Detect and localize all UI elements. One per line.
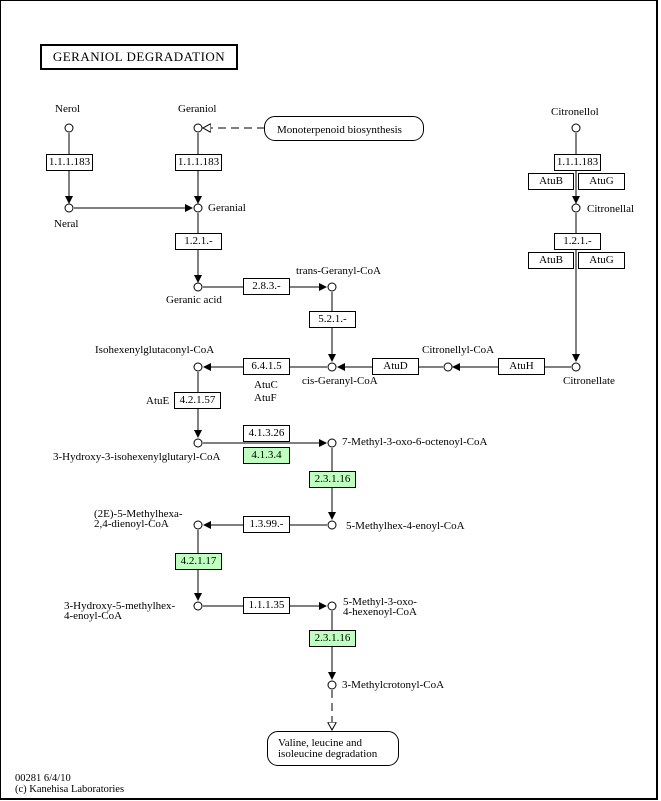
node-isohexenylglutaconyl-coa[interactable] [193,362,203,372]
node-geraniol[interactable] [193,123,203,133]
label-hydroxy-isohexenylglutaryl-coa: 3-Hydroxy-3-isohexenylglutaryl-CoA [53,451,221,463]
node-methylhex-enoyl-coa[interactable] [327,520,337,530]
footer: 00281 6/4/10 (c) Kanehisa Laboratories [15,773,124,795]
label-citronellol: Citronellol [551,106,599,118]
label-methylhex-enoyl-coa: 5-Methylhex-4-enoyl-CoA [346,520,465,532]
gene-atub-2[interactable]: AtuB [528,252,574,269]
node-methyl-oxo-hexenoyl-coa[interactable] [327,601,337,611]
label-neral: Neral [54,218,79,230]
map-link-valine-text-line1: Valine, leucine and [278,737,362,749]
map-link-valine-leucine-isoleucine-degradation[interactable]: Valine, leucine and isoleucine degradati… [267,731,399,766]
enzyme-geraniol-1.1.1.183[interactable]: 1.1.1.183 [175,154,222,171]
map-link-monoterpenoid-text: Monoterpenoid biosynthesis [277,124,402,136]
pathway-title: GERANIOL DEGRADATION [40,44,238,70]
label-hydroxy-methylhex-enoyl-coa-line2: 4-enoyl-CoA [64,610,123,622]
map-link-valine-text-line2: isoleucine degradation [278,748,378,760]
node-nerol[interactable] [64,123,74,133]
label-methyl-oxo-octenoyl-coa: 7-Methyl-3-oxo-6-octenoyl-CoA [342,436,488,448]
node-methyl-oxo-octenoyl-coa[interactable] [327,438,337,448]
enzyme-1.3.99[interactable]: 1.3.99.- [243,516,290,533]
label-geraniol: Geraniol [178,103,217,115]
node-hydroxy-methylhex-enoyl-coa[interactable] [193,601,203,611]
enzyme-4.2.1.57[interactable]: 4.2.1.57 [174,392,221,409]
node-citronellyl-coa[interactable] [443,362,453,372]
enzyme-6.4.1.5[interactable]: 6.4.1.5 [243,358,290,375]
enzyme-2.8.3[interactable]: 2.8.3.- [243,278,290,295]
label-methyl-oxo-hexenoyl-coa-line2: 4-hexenoyl-CoA [343,606,417,618]
enzyme-2.3.1.16-second[interactable]: 2.3.1.16 [309,630,356,647]
label-methylhexadienoyl-coa-line1: (2E)-5-Methylhexa- [94,508,183,520]
label-citronellyl-coa: Citronellyl-CoA [422,344,495,356]
gene-atug-1[interactable]: AtuG [578,173,625,190]
label-trans-geranyl-coa: trans-Geranyl-CoA [296,265,381,277]
gene-label-atue[interactable]: AtuE [146,395,170,407]
node-hydroxy-isohexenylglutaryl-coa[interactable] [193,438,203,448]
enzyme-citronellol-1.1.1.183[interactable]: 1.1.1.183 [554,154,601,171]
node-geranial[interactable] [193,203,203,213]
label-geranic-acid: Geranic acid [166,294,222,306]
label-citronellate: Citronellate [563,375,615,387]
label-nerol: Nerol [55,103,81,115]
label-hydroxy-methylhex-enoyl-coa-line1: 3-Hydroxy-5-methylhex- [64,600,176,612]
node-geranic-acid[interactable] [193,282,203,292]
map-link-monoterpenoid-biosynthesis[interactable]: Monoterpenoid biosynthesis [264,116,424,141]
enzyme-citronellal-1.2.1[interactable]: 1.2.1.- [554,233,601,250]
node-neral[interactable] [64,203,74,213]
gene-atub-1[interactable]: AtuB [528,173,574,190]
enzyme-2.3.1.16-first[interactable]: 2.3.1.16 [309,471,356,488]
gene-label-atuf[interactable]: AtuF [254,392,277,404]
gene-atuh[interactable]: AtuH [498,358,545,375]
label-isohexenylglutaconyl-coa: Isohexenylglutaconyl-CoA [95,344,215,356]
enzyme-4.1.3.26[interactable]: 4.1.3.26 [243,425,290,442]
label-methyl-oxo-hexenoyl-coa-line1: 5-Methyl-3-oxo- [343,596,417,608]
gene-atug-2[interactable]: AtuG [578,252,625,269]
label-cis-geranyl-coa: cis-Geranyl-CoA [302,375,378,387]
node-methylhexadienoyl-coa[interactable] [193,520,203,530]
label-methylhexadienoyl-coa-line2: 2,4-dienoyl-CoA [94,518,169,530]
enzyme-5.2.1[interactable]: 5.2.1.- [309,311,356,328]
enzyme-4.1.3.4[interactable]: 4.1.3.4 [243,447,290,464]
enzyme-nerol-1.1.1.183[interactable]: 1.1.1.183 [46,154,93,171]
label-methylcrotonyl-coa: 3-Methylcrotonyl-CoA [342,679,445,691]
node-cis-geranyl-coa[interactable] [327,362,337,372]
label-geranial: Geranial [208,202,246,214]
enzyme-4.2.1.17[interactable]: 4.2.1.17 [175,553,222,570]
gene-label-atuc[interactable]: AtuC [254,379,278,391]
node-citronellol[interactable] [571,123,581,133]
node-trans-geranyl-coa[interactable] [327,282,337,292]
enzyme-1.1.1.35[interactable]: 1.1.1.35 [243,597,290,614]
label-citronellal: Citronellal [587,203,635,215]
node-methylcrotonyl-coa[interactable] [327,680,337,690]
copyright: (c) Kanehisa Laboratories [15,784,125,795]
node-citronellate[interactable] [571,362,581,372]
enzyme-geranial-1.2.1[interactable]: 1.2.1.- [175,233,222,250]
gene-atud[interactable]: AtuD [372,358,419,375]
node-citronellal[interactable] [571,203,581,213]
map-id: 00281 6/4/10 [15,773,71,784]
